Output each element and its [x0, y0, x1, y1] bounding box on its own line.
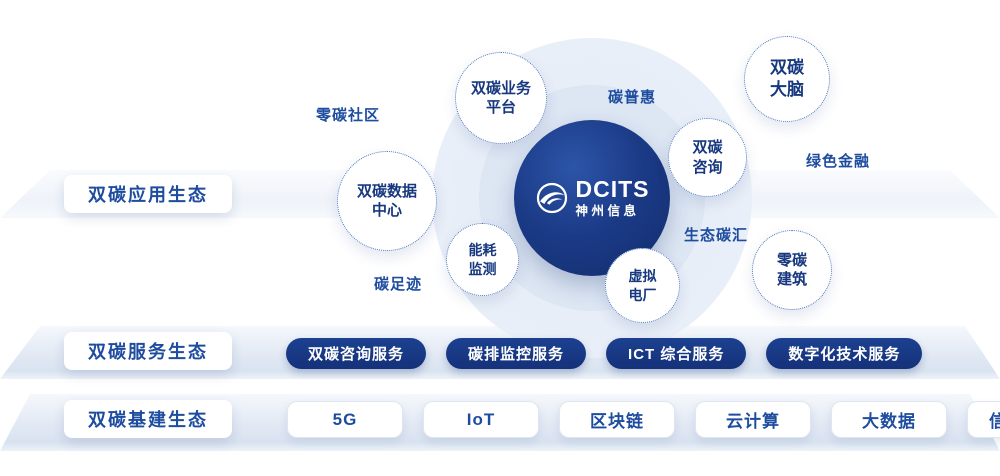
infrastructure-pill-row: 5G IoT 区块链 云计算 大数据 信息安全 [287, 401, 1000, 438]
dcits-swoosh-globe-icon [536, 182, 567, 214]
bubble-dual-carbon-business-platform: 双碳业务 平台 [455, 52, 547, 144]
service-ecosystem-label: 双碳服务生态 [64, 332, 232, 370]
label-zero-carbon-community: 零碳社区 [316, 107, 381, 124]
pill-iot: IoT [423, 401, 539, 438]
application-ecosystem-label: 双碳应用生态 [64, 175, 232, 213]
service-pill-row: 双碳咨询服务 碳排监控服务 ICT 综合服务 数字化技术服务 [286, 338, 923, 369]
pill-carbon-emission-monitoring-service: 碳排监控服务 [446, 338, 587, 369]
pill-blockchain: 区块链 [559, 401, 675, 438]
label-carbon-footprint: 碳足迹 [374, 276, 423, 293]
pill-dual-carbon-consulting-service: 双碳咨询服务 [286, 338, 427, 369]
label-carbon-inclusion: 碳普惠 [608, 89, 657, 106]
bubble-zero-carbon-building: 零碳 建筑 [752, 230, 832, 310]
bubble-virtual-power-plant: 虚拟 电厂 [605, 248, 680, 323]
brand-name: DCITS [575, 176, 650, 203]
pill-cloud-computing: 云计算 [695, 401, 811, 438]
pill-digital-technology-service: 数字化技术服务 [766, 338, 923, 369]
pill-information-security: 信息安全 [967, 401, 1000, 438]
pill-big-data: 大数据 [831, 401, 947, 438]
bubble-energy-monitoring: 能耗 监测 [446, 223, 519, 296]
bubble-dual-carbon-consulting: 双碳 咨询 [668, 118, 747, 197]
label-green-finance: 绿色金融 [806, 153, 871, 170]
label-ecological-carbon-sink: 生态碳汇 [684, 227, 749, 244]
dcits-logo-text: DCITS 神州信息 [576, 178, 650, 218]
bubble-dual-carbon-brain: 双碳 大脑 [744, 36, 830, 122]
bubble-dual-carbon-data-center: 双碳数据 中心 [337, 151, 437, 251]
infrastructure-ecosystem-label: 双碳基建生态 [64, 400, 232, 438]
pill-5g: 5G [287, 401, 403, 438]
pill-ict-integrated-service: ICT 综合服务 [606, 338, 747, 369]
brand-name-cn: 神州信息 [575, 204, 640, 219]
dcits-logo: DCITS 神州信息 [535, 178, 650, 218]
